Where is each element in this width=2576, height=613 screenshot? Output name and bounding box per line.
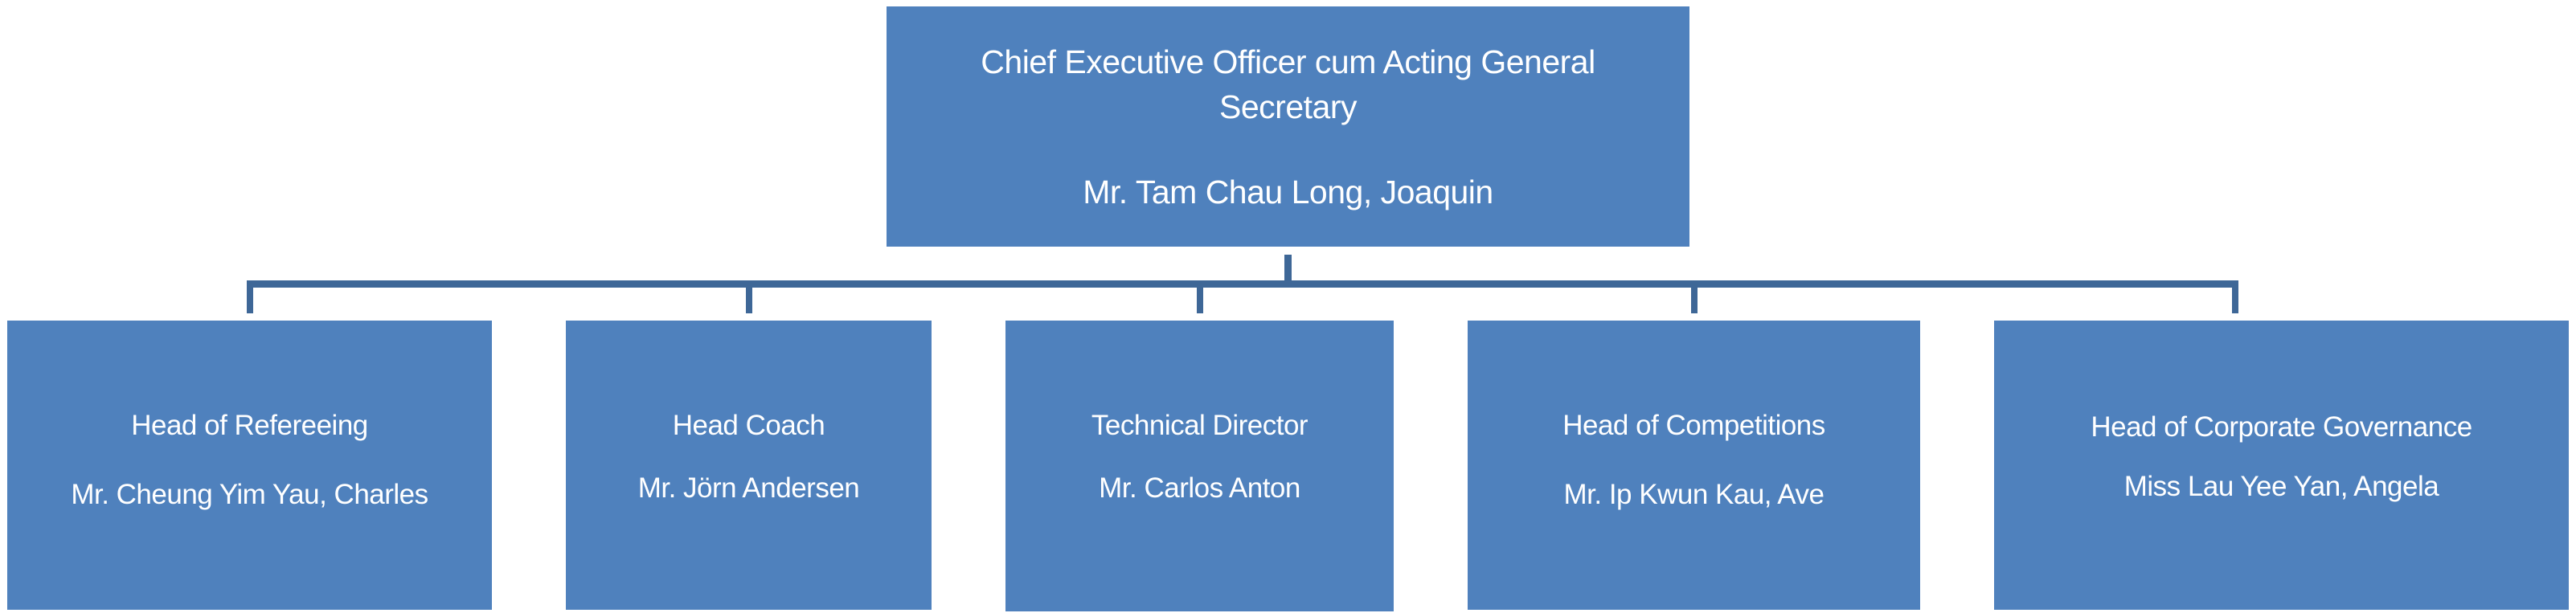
- connector-drop-5: [2232, 280, 2238, 313]
- connector-drop-3: [1197, 280, 1203, 313]
- org-node-head-of-competitions: Head of Competitions Mr. Ip Kwun Kau, Av…: [1468, 321, 1920, 610]
- connector-horizontal-bus: [247, 280, 2238, 288]
- node-name: Mr. Carlos Anton: [1099, 472, 1300, 504]
- connector-drop-4: [1691, 280, 1698, 313]
- node-name: Mr. Ip Kwun Kau, Ave: [1563, 479, 1825, 510]
- node-title: Head of Corporate Governance: [2091, 411, 2472, 443]
- org-node-ceo: Chief Executive Officer cum Acting Gener…: [887, 6, 1689, 247]
- node-name: Mr. Cheung Yim Yau, Charles: [71, 479, 428, 510]
- org-node-head-coach: Head Coach Mr. Jörn Andersen: [566, 321, 932, 610]
- node-title: Head of Refereeing: [131, 410, 368, 441]
- node-title: Head Coach: [672, 410, 825, 441]
- node-title: Technical Director: [1091, 410, 1308, 441]
- org-node-head-of-refereeing: Head of Refereeing Mr. Cheung Yim Yau, C…: [7, 321, 492, 610]
- node-title: Head of Competitions: [1562, 410, 1825, 441]
- org-node-technical-director: Technical Director Mr. Carlos Anton: [1005, 321, 1394, 611]
- node-name: Mr. Jörn Andersen: [637, 472, 860, 504]
- connector-drop-1: [247, 280, 253, 313]
- org-node-head-of-corporate-governance: Head of Corporate Governance Miss Lau Ye…: [1994, 321, 2569, 610]
- node-name: Miss Lau Yee Yan, Angela: [2123, 471, 2439, 502]
- connector-root-stem: [1284, 255, 1292, 287]
- node-name: Mr. Tam Chau Long, Joaquin: [1083, 173, 1493, 210]
- node-title: Chief Executive Officer cum Acting Gener…: [981, 43, 1595, 125]
- connector-drop-2: [746, 280, 752, 313]
